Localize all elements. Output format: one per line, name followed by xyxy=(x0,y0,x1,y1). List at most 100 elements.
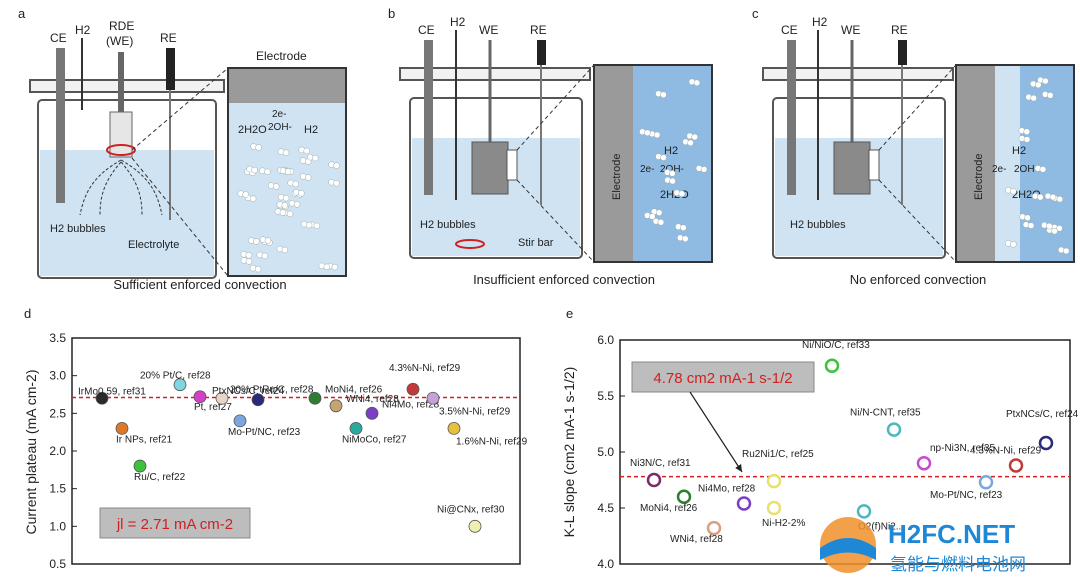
data-point-label: MoNi4, ref26 xyxy=(640,503,698,514)
inset-a-h2: H2 xyxy=(304,124,318,136)
watermark: H2FC.NET 氢能与燃料电池网 xyxy=(820,517,1026,574)
h2-bubble xyxy=(1039,166,1047,173)
h2-bubble xyxy=(255,144,262,151)
h2-bubble xyxy=(312,154,319,162)
panel-b: b CE H2 WE RE H2 bubbles Stir bar Electr… xyxy=(388,6,713,287)
data-point xyxy=(1038,435,1054,451)
rde-tip-a xyxy=(109,111,133,158)
h2-bubble xyxy=(1023,128,1030,135)
zoom-line-c xyxy=(878,64,957,151)
caption-c: No enforced convection xyxy=(850,272,987,287)
label-ce-a: CE xyxy=(50,31,67,45)
data-point-label: Ni/N-CNT, ref35 xyxy=(850,408,921,419)
h2-bubble xyxy=(1027,222,1035,229)
data-point xyxy=(329,399,343,413)
label-we-b: WE xyxy=(479,23,498,37)
h2-bubble xyxy=(691,133,698,141)
h2-bubble xyxy=(251,166,258,174)
inset-b-2e: 2e- xyxy=(640,164,654,175)
h2-bubble xyxy=(284,168,292,175)
y-ticks-e: 4.04.55.05.56.0 xyxy=(597,333,625,571)
h2-bubble xyxy=(1046,92,1054,99)
bubbles-c xyxy=(1005,76,1070,255)
data-point-label: Ni3N/C, ref31 xyxy=(630,458,691,469)
h2-bubble xyxy=(1010,187,1017,195)
counter-electrode-c xyxy=(787,40,796,195)
h2-bubble xyxy=(1042,77,1049,85)
panel-a: a CE H2 RDE (WE) RE H2 bubbles Electroly… xyxy=(18,6,347,292)
h2-bubble xyxy=(272,183,280,190)
flow-line-a xyxy=(99,161,122,216)
beaker-lid-c xyxy=(762,67,954,81)
h2-bubble xyxy=(1030,94,1037,102)
y-tick-label: 5.0 xyxy=(597,445,614,459)
h2-bubble xyxy=(282,149,290,156)
h2-bubble xyxy=(1024,214,1031,222)
annotation-d: jl = 2.71 mA cm-2 xyxy=(116,516,233,533)
data-point xyxy=(215,391,229,405)
y-axis-label-e: K-L slope (cm2 mA-1 s-1/2) xyxy=(561,367,577,538)
data-point-label: Pt, ref27 xyxy=(194,402,232,413)
h2-bubble xyxy=(298,189,305,197)
label-ce-b: CE xyxy=(418,23,435,37)
h2-bubble xyxy=(1010,241,1017,248)
data-point-label: PtxNCs/C, ref24 xyxy=(1006,409,1079,420)
data-point-label: Mo-Pt/NC, ref23 xyxy=(930,490,1003,501)
we-plate-b xyxy=(471,141,509,195)
data-point-label: 20% PtRu/C, ref28 xyxy=(230,384,314,395)
data-point xyxy=(766,500,782,516)
data-point xyxy=(308,391,322,405)
reference-electrode-c xyxy=(898,40,907,65)
we-clip-c xyxy=(868,149,880,181)
y-tick-label: 3.0 xyxy=(49,369,66,383)
h2-bubble xyxy=(680,224,687,231)
h2-bubble xyxy=(669,177,676,185)
h2-bubble xyxy=(249,195,257,202)
h2-bubble xyxy=(1062,247,1070,255)
y-tick-label: 6.0 xyxy=(597,333,614,347)
h2-bubble xyxy=(242,191,250,198)
data-point-label: Mo-Pt/NC, ref23 xyxy=(228,427,301,438)
y-tick-label: 2.0 xyxy=(49,444,66,458)
label-we-a: (WE) xyxy=(106,34,133,48)
data-point-label: 1.6%N-Ni, ref29 xyxy=(456,436,528,447)
y-tick-label: 4.5 xyxy=(597,501,614,515)
data-point-label: 4.3%N-Ni, ref29 xyxy=(970,445,1042,456)
flow-line-a xyxy=(120,161,143,216)
data-point-label: IrMo0.59, ref31 xyxy=(78,386,146,397)
annotation-box-d xyxy=(99,507,251,539)
h2-bubble xyxy=(264,237,272,244)
label-h2-b: H2 xyxy=(450,15,466,29)
panel-c: c CE H2 WE RE H2 bubbles Electrode H2 2e… xyxy=(752,6,1075,287)
inset-a-2oh: 2OH- xyxy=(268,122,292,133)
h2-bubble xyxy=(333,162,340,169)
inset-c-electrode xyxy=(957,66,995,261)
data-point xyxy=(766,473,782,489)
inset-b-electrode xyxy=(595,66,633,261)
data-point-label: Ru2Ni1/C, ref25 xyxy=(742,449,814,460)
flow-line-a xyxy=(79,159,122,216)
data-point xyxy=(193,390,207,404)
data-point-label: Ni4Mo, ref28 xyxy=(382,399,440,410)
h2-bubble xyxy=(1051,227,1058,235)
inset-a-2h2o: 2H2O xyxy=(238,124,267,136)
y-tick-label: 5.5 xyxy=(597,389,614,403)
h2-bubble xyxy=(657,218,665,226)
data-point xyxy=(856,504,872,519)
inset-c-side-label: Electrode xyxy=(973,154,985,200)
panel-d: d Current plateau (mA cm-2) 0.51.01.52.0… xyxy=(23,306,528,571)
data-point-label: 3.5%N-Ni, ref29 xyxy=(439,406,511,417)
h2-bubble xyxy=(333,179,340,187)
data-point xyxy=(95,391,109,405)
h2-bubble xyxy=(669,170,676,177)
inset-a-electrode xyxy=(229,69,345,103)
stir-label-b: Stir bar xyxy=(518,237,554,249)
data-point xyxy=(468,519,482,533)
y-tick-label: 2.5 xyxy=(49,406,66,420)
watermark-logo-wave xyxy=(820,538,876,560)
inset-b-side-label: Electrode xyxy=(611,154,623,200)
h2-bubble xyxy=(1056,225,1063,232)
label-re-a: RE xyxy=(160,31,177,45)
zoom-line-b xyxy=(516,64,595,151)
